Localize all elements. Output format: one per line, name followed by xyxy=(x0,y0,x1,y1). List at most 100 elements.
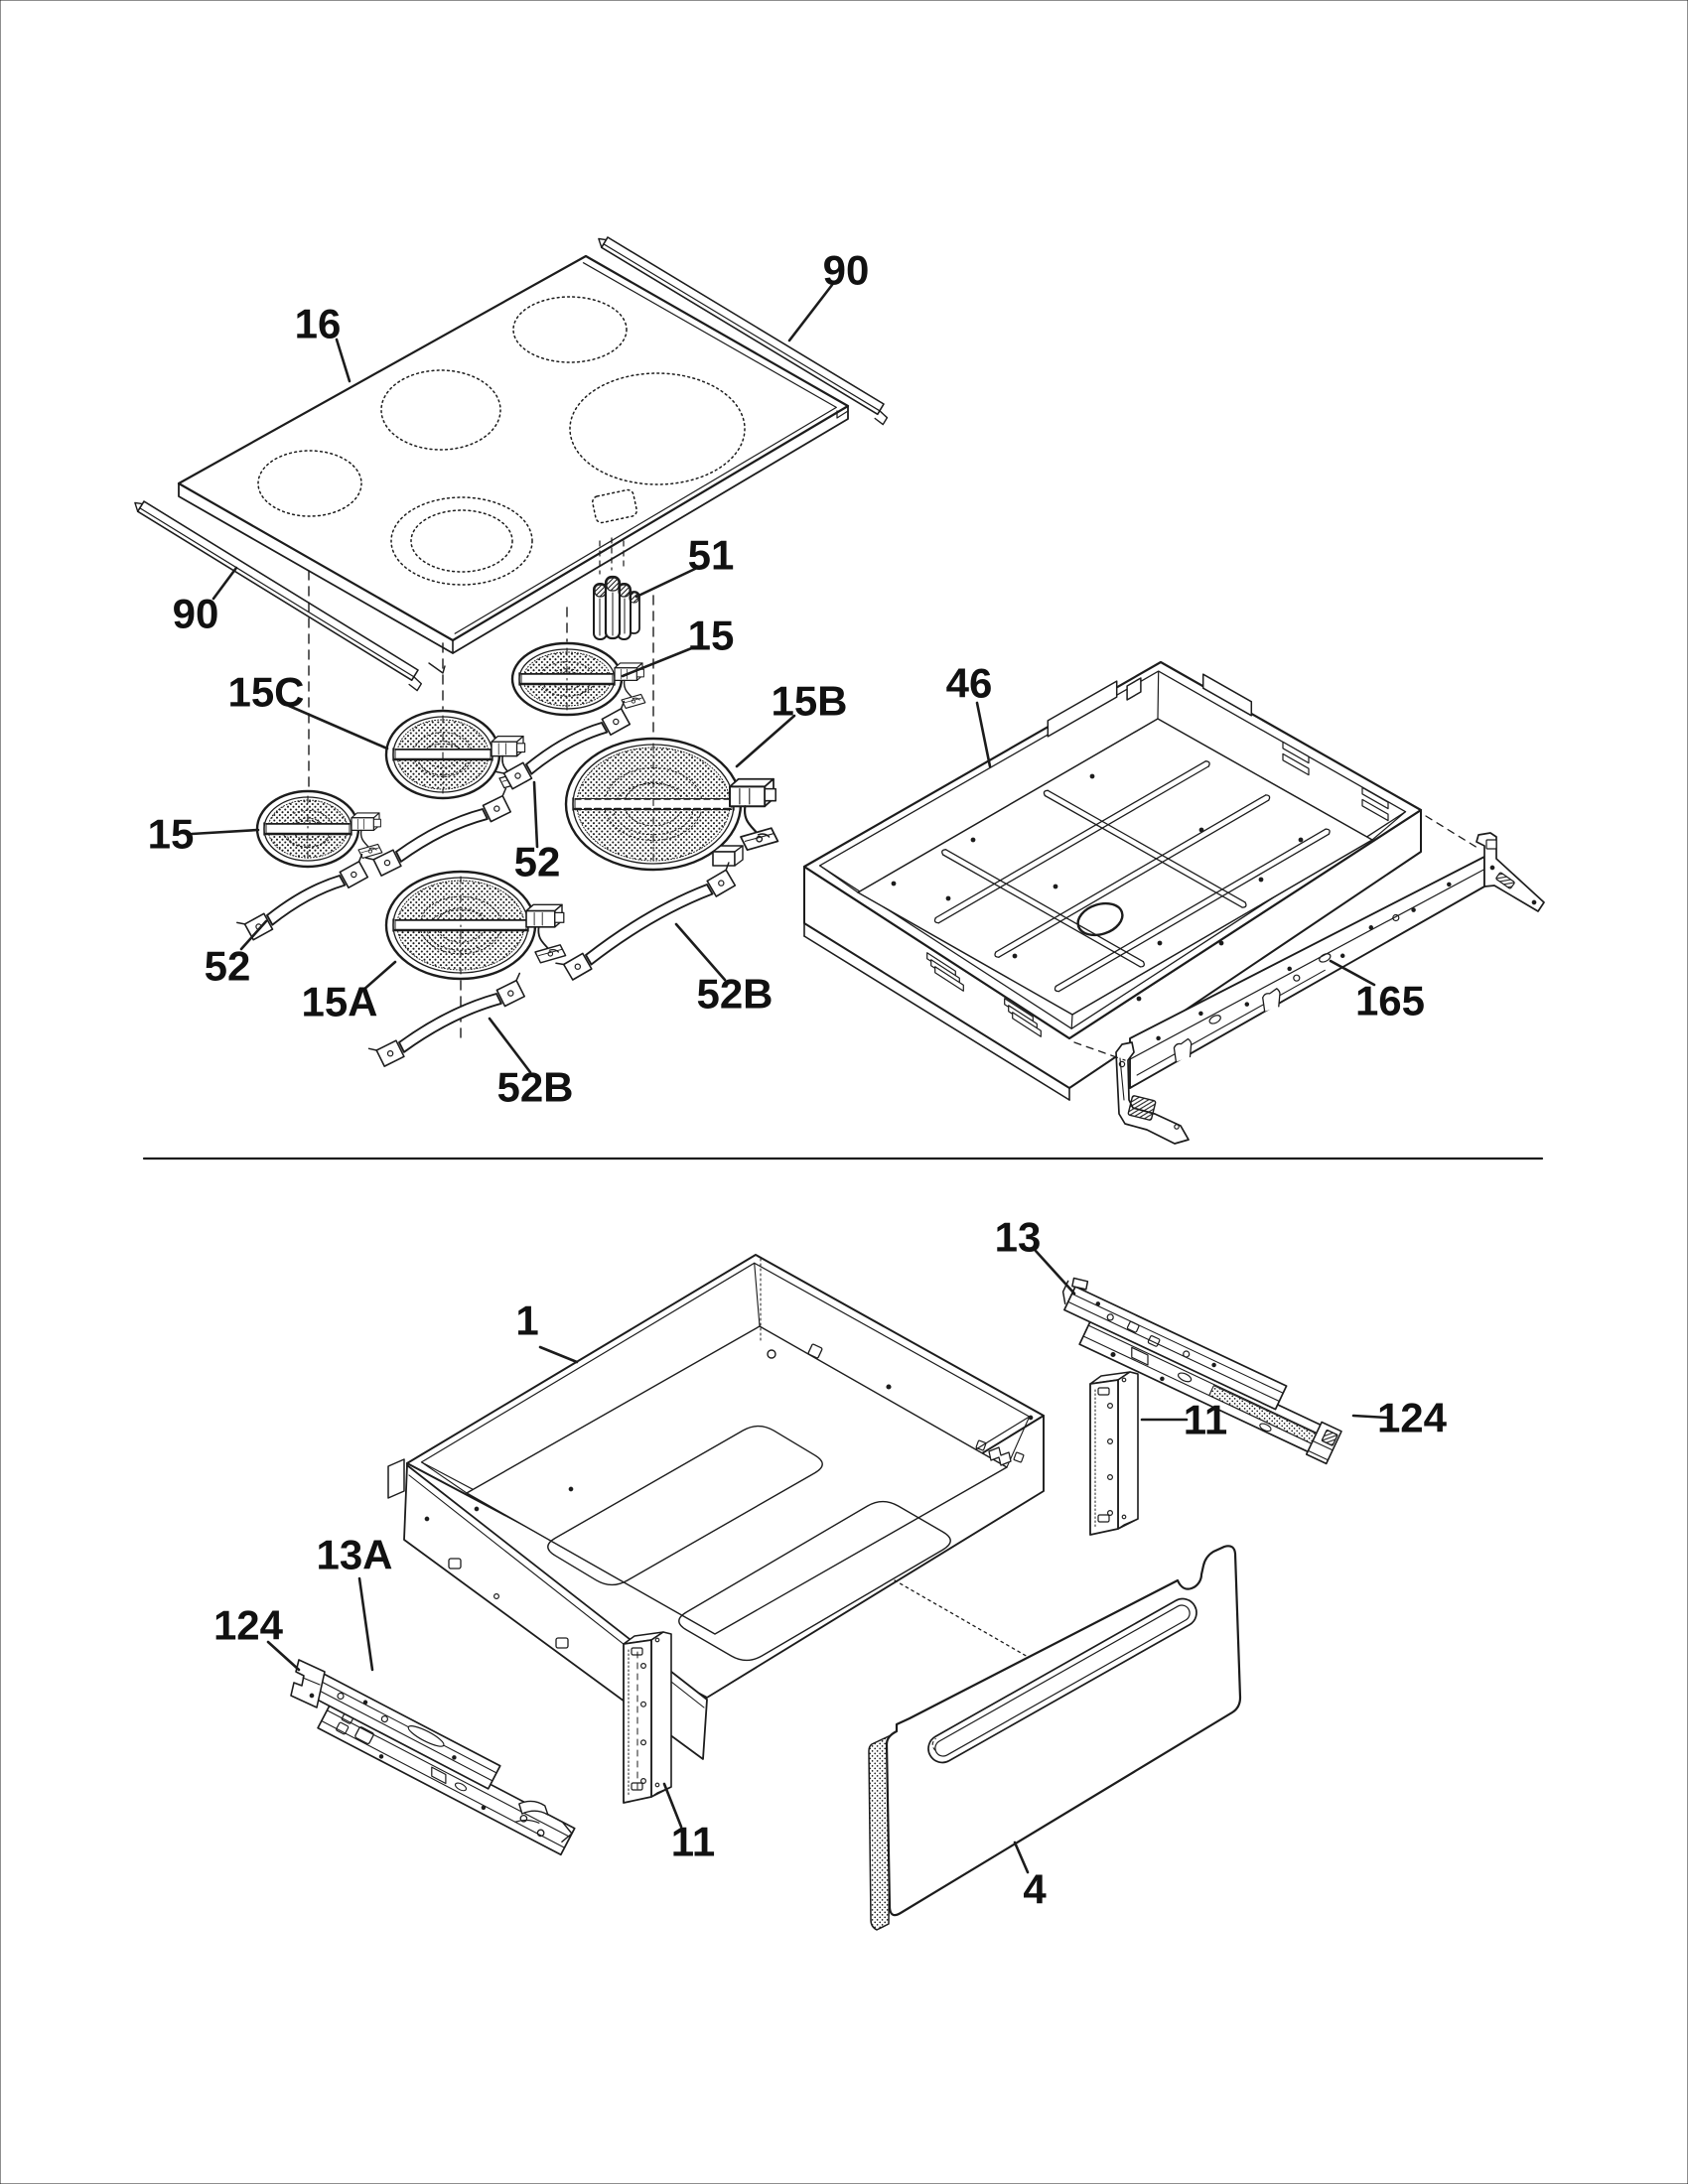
drawer-section xyxy=(290,1254,1342,1931)
leader-trim-right xyxy=(787,283,834,342)
part-number-harness-right: 52B xyxy=(696,971,773,1018)
trim-left xyxy=(134,500,422,692)
leader-harness-front xyxy=(488,1017,532,1074)
slide-glide-right xyxy=(1305,1421,1342,1465)
drawer-body xyxy=(387,1254,1091,1760)
drawer-slide-right xyxy=(1061,1277,1342,1465)
part-number-element-center-rear: 15C xyxy=(227,669,304,716)
callout-bracket-right: 11 xyxy=(1140,1397,1227,1443)
part-number-element-left: 15 xyxy=(148,811,195,858)
surface-element-right-rear xyxy=(510,641,646,717)
leader-glide-left xyxy=(266,1640,301,1672)
part-number-element-right-rear: 15 xyxy=(688,613,735,659)
terminal-box xyxy=(729,777,779,852)
wire-harness-center xyxy=(495,700,632,790)
wire-harness-mid xyxy=(364,787,512,877)
wire-harness-right xyxy=(555,862,737,981)
wire-harness-front xyxy=(367,972,526,1067)
callout-trim-left: 90 xyxy=(173,566,238,637)
part-number-body-pan: 46 xyxy=(946,660,993,707)
part-number-slide-right: 13 xyxy=(995,1214,1042,1261)
part-number-maintop-glass: 16 xyxy=(295,301,342,347)
part-number-bracket-right: 11 xyxy=(1184,1397,1227,1443)
drawer-wall-details xyxy=(474,1258,1034,1512)
burner-zones xyxy=(257,296,746,586)
leader-drawer-body xyxy=(538,1345,579,1364)
part-number-trim-left: 90 xyxy=(173,591,219,637)
surface-element-center-rear xyxy=(384,709,527,800)
part-number-glide-left: 124 xyxy=(213,1602,284,1649)
leader-trim-left xyxy=(211,566,238,601)
rail-bracket-left xyxy=(1115,1041,1190,1145)
part-number-element-right-front: 15B xyxy=(771,678,847,725)
callout-slide-left: 13A xyxy=(316,1532,393,1672)
part-number-element-center-front: 15A xyxy=(301,979,377,1025)
callout-harness-center: 52 xyxy=(514,780,561,886)
drawer-slide-left xyxy=(290,1659,576,1856)
part-number-side-rail: 165 xyxy=(1355,978,1425,1024)
part-number-trim-right: 90 xyxy=(823,247,870,294)
burner-center-rear xyxy=(380,369,501,451)
leader-terminal-block xyxy=(634,567,697,599)
callout-harness-right: 52B xyxy=(674,922,774,1018)
leader-bracket-center xyxy=(662,1782,683,1829)
cooktop-section xyxy=(134,236,1545,1145)
part-number-harness-front: 52B xyxy=(496,1064,573,1111)
trim-right xyxy=(598,236,889,426)
burner-right-front xyxy=(569,372,746,485)
leader-harness-center xyxy=(532,780,539,849)
terminal-block xyxy=(593,575,640,640)
leader-harness-left xyxy=(239,919,268,951)
callout-side-rail: 165 xyxy=(1329,959,1425,1024)
leader-side-rail xyxy=(1329,959,1376,987)
leader-element-center-front xyxy=(360,960,397,993)
part-callouts: 16 90 90 51 15 15B 15C 15 52 52 15A 52B … xyxy=(148,247,1448,1913)
callout-glide-right: 124 xyxy=(1351,1395,1448,1441)
burner-left xyxy=(257,450,362,517)
callout-trim-right: 90 xyxy=(787,247,870,342)
part-number-drawer-body: 1 xyxy=(515,1297,538,1344)
callout-element-center-front: 15A xyxy=(301,960,397,1025)
callout-slide-right: 13 xyxy=(995,1214,1076,1296)
pan-ribs xyxy=(933,760,1331,993)
element-15b-extra-connector xyxy=(712,845,744,867)
terminal-box xyxy=(351,812,383,859)
part-number-slide-left: 13A xyxy=(316,1532,392,1578)
terminal-box xyxy=(525,903,567,964)
drawer-front-panel xyxy=(868,1545,1242,1931)
leader-maintop-glass xyxy=(335,338,352,383)
leader-slide-right xyxy=(1034,1249,1076,1296)
callout-body-pan: 46 xyxy=(946,660,993,768)
wire-harness-left xyxy=(236,853,369,941)
leader-body-pan xyxy=(975,701,992,768)
maintop-glass xyxy=(177,254,850,674)
burner-center-front xyxy=(390,496,533,586)
leader-element-left xyxy=(190,828,260,836)
support-bracket-right xyxy=(1089,1371,1139,1536)
callout-drawer-body: 1 xyxy=(515,1297,579,1364)
callout-maintop-glass: 16 xyxy=(295,301,352,383)
leader-element-right-rear xyxy=(621,645,696,678)
leader-harness-right xyxy=(674,922,727,982)
part-number-bracket-center: 11 xyxy=(671,1819,715,1865)
drawer-handle xyxy=(927,1597,1197,1764)
surface-element-left xyxy=(255,789,383,869)
alignment-lines xyxy=(308,537,654,1039)
callout-terminal-block: 51 xyxy=(634,532,735,599)
burner-right-rear xyxy=(512,296,628,363)
part-number-harness-center: 52 xyxy=(514,839,561,886)
leader-drawer-front xyxy=(1013,1841,1030,1874)
body-pan xyxy=(802,660,1423,1101)
leader-element-center-rear xyxy=(287,704,389,751)
callout-element-right-front: 15B xyxy=(735,678,848,768)
callout-bracket-center: 11 xyxy=(662,1782,715,1865)
callout-harness-front: 52B xyxy=(488,1017,574,1111)
support-bracket-center xyxy=(623,1631,672,1804)
part-number-harness-left: 52 xyxy=(205,943,251,990)
slide-glide-left xyxy=(290,1659,326,1708)
part-number-terminal-block: 51 xyxy=(688,532,735,579)
callout-element-right-rear: 15 xyxy=(621,613,735,678)
slide-latch xyxy=(514,1800,573,1843)
